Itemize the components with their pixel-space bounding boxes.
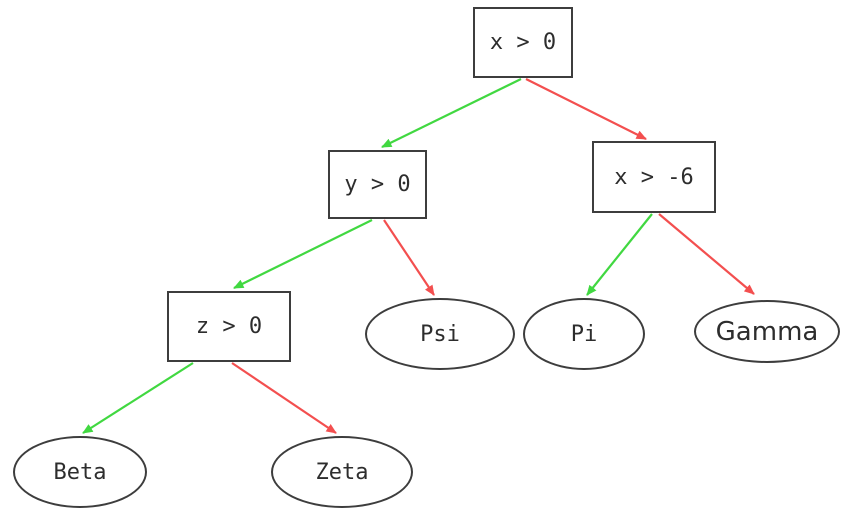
- decision-node-root: x > 0: [473, 7, 573, 78]
- leaf-node-zeta-label: Zeta: [315, 459, 369, 485]
- edge-xneg6-true-to-pi: [586, 213, 653, 296]
- edge-z-false-to-zeta: [231, 362, 337, 434]
- decision-node-z: z > 0: [167, 291, 291, 362]
- leaf-node-psi: Psi: [365, 298, 515, 370]
- decision-node-xneg6: x > -6: [592, 141, 716, 213]
- edge-root-true-to-y: [381, 78, 522, 148]
- edge-y-true-to-z: [233, 219, 373, 289]
- leaf-node-gamma-label: Gamma: [715, 316, 819, 347]
- decision-node-y: y > 0: [328, 150, 427, 219]
- leaf-node-pi-label: Pi: [570, 321, 598, 347]
- edge-y-false-to-psi: [383, 219, 435, 296]
- decision-node-z-label: z > 0: [195, 314, 263, 339]
- edge-xneg6-false-to-gamma: [658, 213, 755, 295]
- decision-node-root-label: x > 0: [489, 30, 557, 55]
- decision-node-xneg6-label: x > -6: [614, 164, 694, 190]
- leaf-node-psi-label: Psi: [420, 321, 460, 347]
- edge-z-true-to-beta: [82, 362, 194, 434]
- leaf-node-pi: Pi: [523, 298, 645, 370]
- decision-node-y-label: y > 0: [344, 172, 411, 197]
- leaf-node-beta-label: Beta: [53, 459, 107, 485]
- leaf-node-gamma: Gamma: [694, 300, 840, 363]
- leaf-node-beta: Beta: [13, 436, 147, 508]
- leaf-node-zeta: Zeta: [271, 436, 413, 508]
- edge-root-false-to-xneg6: [525, 78, 647, 140]
